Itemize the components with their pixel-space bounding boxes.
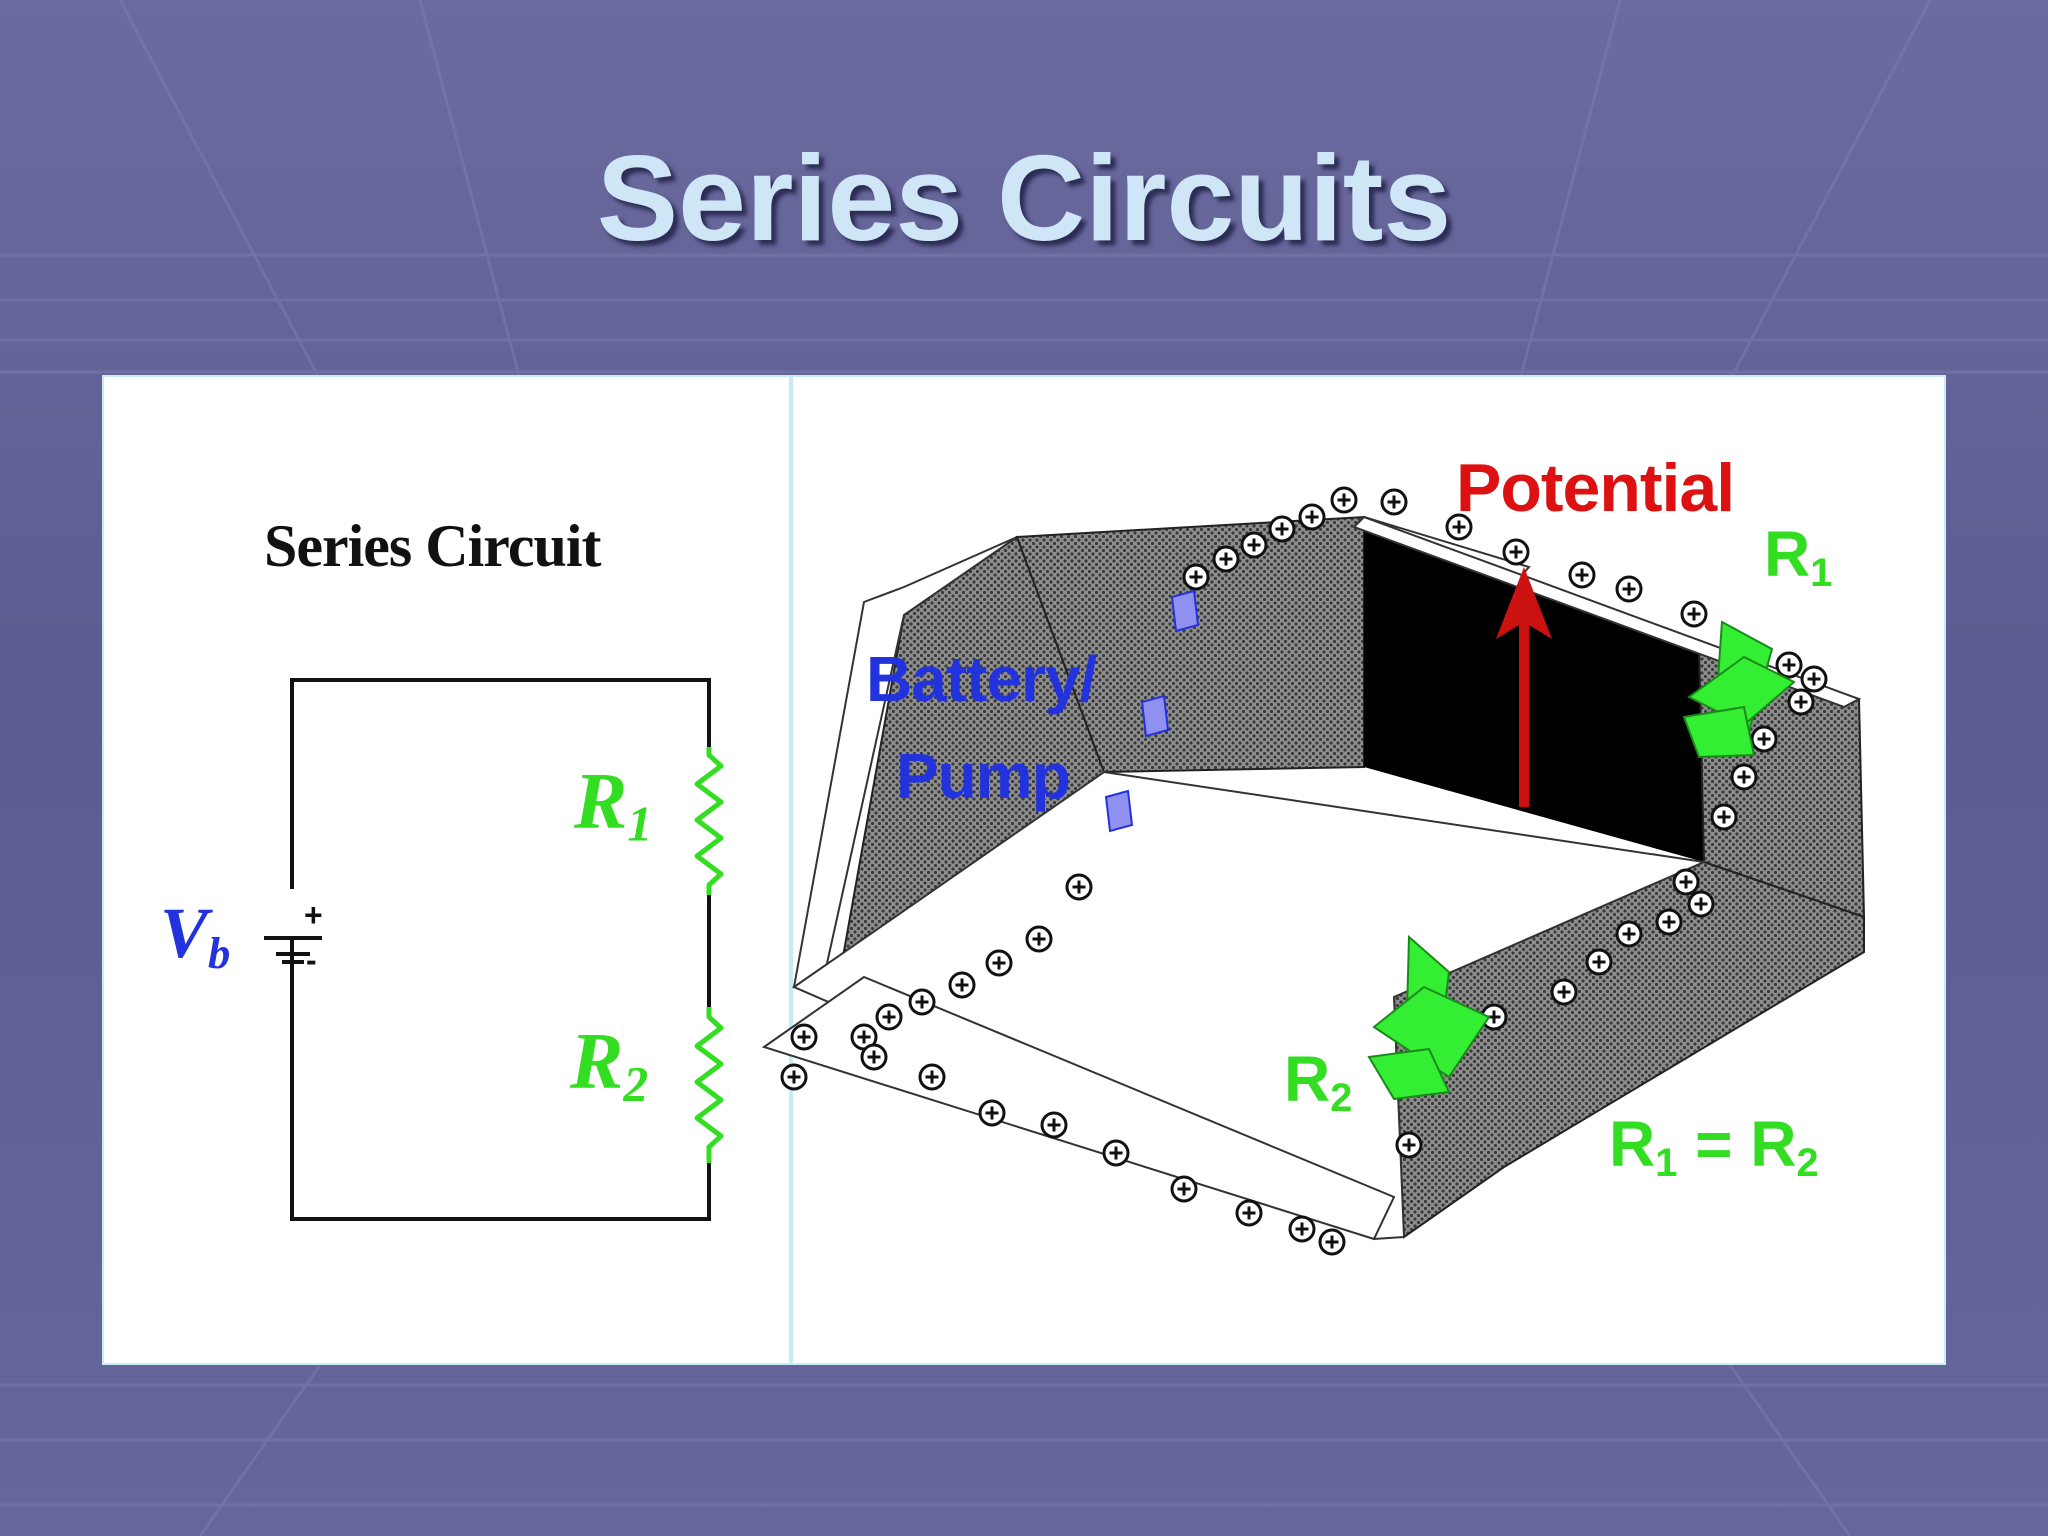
equality-lhs-symbol: R <box>1609 1108 1656 1180</box>
battery-label: Vb <box>160 892 230 979</box>
equality-lhs-subscript: 1 <box>1655 1140 1678 1185</box>
battery-plus-sign: + <box>304 897 323 933</box>
schematic-wires <box>290 678 711 1221</box>
paddle-r2 <box>1367 934 1491 1101</box>
analogy-r2-symbol: R <box>1284 1043 1331 1115</box>
battery-symbol <box>264 936 322 964</box>
equality-operator: = <box>1695 1108 1733 1180</box>
battery-pump-label-line2: Pump <box>896 740 1071 812</box>
battery-pump-label-line1: Battery/ <box>866 643 1097 715</box>
resistor-r2-symbol <box>694 1007 724 1163</box>
analogy-r2-subscript: 2 <box>1330 1075 1353 1120</box>
resistor-r1-symbol <box>694 747 724 895</box>
analogy-r1-symbol: R <box>1764 518 1811 590</box>
battery-subscript: b <box>208 928 231 979</box>
r2-symbol: R <box>570 1018 624 1106</box>
r2-subscript: 2 <box>623 1056 649 1112</box>
r1-label: R1 <box>574 757 652 852</box>
circuit-figure: Series Circuit Vb + - R1 R2 Battery/ Pum… <box>102 375 1946 1365</box>
battery-symbol-text: V <box>160 893 209 973</box>
analogy-r1-label: R1 <box>1764 517 1832 596</box>
potential-label: Potential <box>1456 450 1735 526</box>
equality-rhs-subscript: 2 <box>1796 1140 1819 1185</box>
resistance-equality-label: R1 = R2 <box>1609 1107 1819 1186</box>
schematic-title: Series Circuit <box>264 513 601 579</box>
analogy-r2-label: R2 <box>1284 1042 1352 1121</box>
r1-symbol: R <box>574 758 628 846</box>
paddle-r1 <box>1682 620 1796 759</box>
battery-minus-sign: - <box>306 942 317 978</box>
analogy-r1-subscript: 1 <box>1810 550 1833 595</box>
figure-drawing <box>264 377 1866 1363</box>
potential-arrow <box>1496 567 1552 807</box>
equality-rhs-symbol: R <box>1750 1108 1797 1180</box>
r2-label: R2 <box>570 1017 648 1112</box>
slide-title: Series Circuits <box>596 130 1452 266</box>
battery-cells <box>1104 589 1200 833</box>
r1-subscript: 1 <box>627 796 653 852</box>
